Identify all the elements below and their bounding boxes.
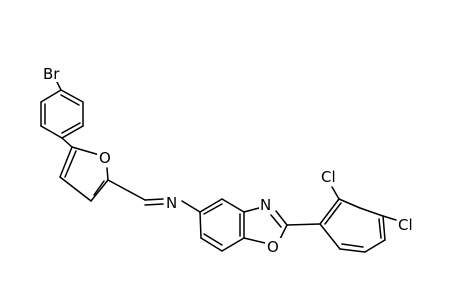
ring-bond [59,146,73,178]
ring-bond [40,89,62,103]
ring-bond [61,122,81,134]
ring-bond [106,167,109,181]
ring-bond [275,210,288,226]
oxazole-oxygen-label: O [267,238,279,256]
ring-bond [60,89,84,103]
ring-bond [203,203,223,215]
ring-bond [60,94,80,106]
atom-labels: Br O N N O Cl Cl [41,62,421,256]
ring-bond [90,179,109,202]
ring-bond [324,202,342,225]
ring-bond [339,248,366,253]
ring-bond [59,176,92,202]
bond-ch-n-2 [144,203,164,206]
ring-bond [243,207,260,213]
bond-cl-ortho [331,186,340,200]
bromine-label: Br [43,65,60,83]
ortho-chlorine-label: Cl [321,168,336,186]
ring-bond [319,198,340,225]
ring-bond [200,237,223,252]
oxazole-nitrogen-label: N [260,196,271,214]
bond-ch-n-1 [144,198,164,201]
bond-furan-ch [107,179,146,201]
bond-cl-para [382,215,397,221]
ring-bond [40,125,63,139]
ring-bond [199,198,223,213]
ring-bond [61,125,84,139]
furan-oxygen-label: O [99,149,111,167]
imine-nitrogen-label: N [166,194,177,212]
bond-lines [40,79,397,253]
ring-bond [203,233,223,246]
ring-bond [64,150,77,178]
para-chlorine-label: Cl [398,216,413,234]
ring-bond [199,211,202,239]
ring-bond [341,243,364,248]
ring-bond [382,215,386,241]
ring-bond [359,207,384,217]
ring-bond [93,180,105,196]
ring-bond [221,198,245,213]
bond-n-benzo [181,200,201,213]
bond-phenyl-furan [61,137,73,148]
ring-bond [270,214,282,228]
ring-bond [378,218,382,239]
ring-bond [243,237,266,244]
ring-bond [221,237,245,252]
bond-oxazole-phenyl [286,223,321,226]
ring-bond [364,239,386,253]
ring-bond [338,198,361,209]
ring-bond [319,223,341,250]
